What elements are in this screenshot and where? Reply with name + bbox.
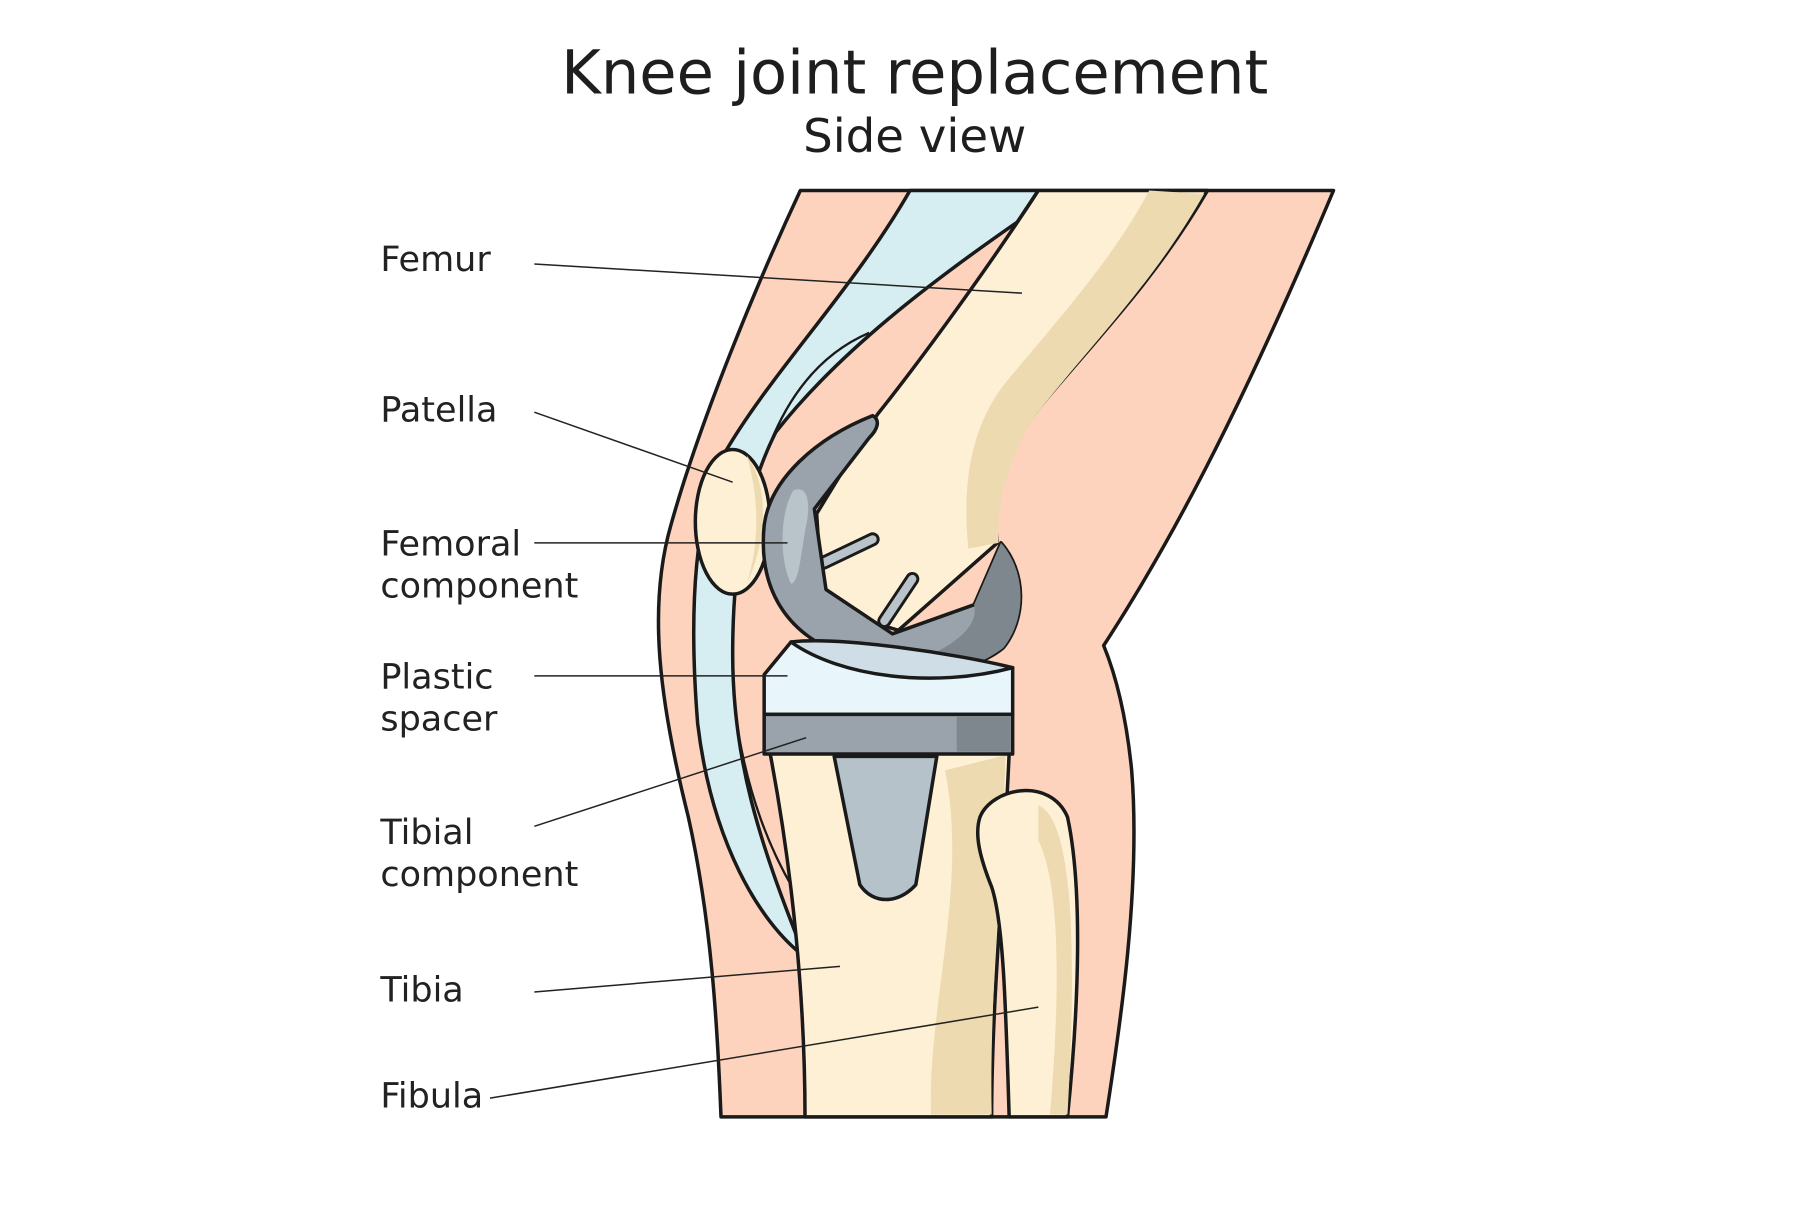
diagram-title: Knee joint replacement [561,39,1268,109]
label-femoral-component: Femoral [380,525,521,565]
femoral-peg [880,574,917,626]
leader-line-tibial-component [534,736,807,828]
leader-line-tibia [534,965,841,993]
fibula-shade [1038,805,1072,1115]
label-tibia: Tibia [379,970,463,1010]
tendon-crease [768,331,870,445]
tibial-tray-shade [956,716,1011,752]
label-fibula: Fibula [380,1077,483,1117]
label-plastic-spacer-2: spacer [380,700,498,740]
femoral-peg [819,535,877,567]
spacer-top [789,639,1015,680]
label-tibial-component: Tibial [379,813,473,853]
label-femoral-component-2: component [380,567,578,607]
leader-line-patella [534,411,733,483]
patella-shade [746,455,763,584]
label-tibial-component-2: component [380,855,578,895]
label-patella: Patella [380,391,497,431]
label-plastic-spacer: Plastic [380,658,493,698]
leader-line-femur [534,263,1023,294]
femoral-component-shadow [886,542,1021,674]
label-femur: Femur [380,240,491,280]
femur-shade [966,190,1204,549]
tibial-stem [832,754,939,902]
leader-line-fibula [489,1006,1039,1099]
femoral-component-highlight [782,489,809,584]
diagram-subtitle: Side view [803,110,1026,164]
